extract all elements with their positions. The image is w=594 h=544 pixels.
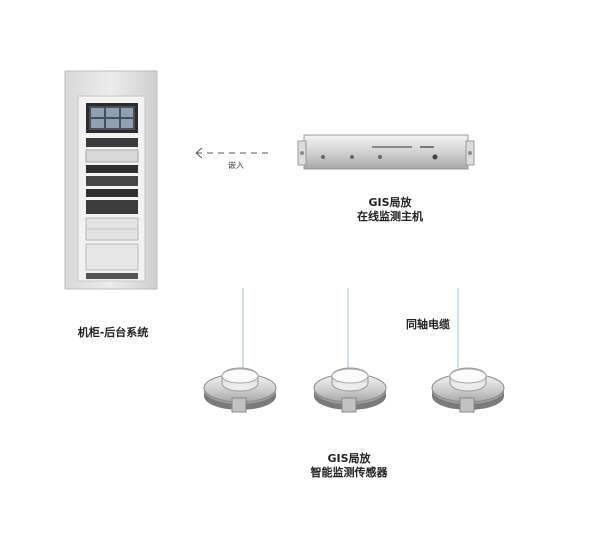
coaxial-cables	[242, 288, 459, 368]
host-label-line2: 在线监测主机	[357, 210, 423, 223]
cable-label: 同轴电缆	[406, 318, 450, 331]
cabinet-rack	[64, 70, 158, 290]
embed-arrow	[195, 147, 268, 159]
sensor-1	[203, 367, 277, 413]
sensors-label: GIS局放 智能监测传感器	[297, 452, 401, 480]
sensor-2	[313, 367, 387, 413]
cabinet-equipment-slots	[85, 138, 139, 279]
embed-label: 嵌入	[228, 161, 244, 170]
monitoring-host-unit	[297, 134, 475, 170]
host-label: GIS局放 在线监测主机	[345, 196, 435, 224]
cabinet-monitor	[86, 103, 138, 133]
cabinet-label: 机柜-后台系统	[77, 326, 149, 339]
sensors-label-line2: 智能监测传感器	[310, 466, 388, 479]
host-label-line1: GIS局放	[368, 196, 412, 209]
sensors-label-line1: GIS局放	[327, 452, 371, 465]
sensor-3	[431, 367, 505, 413]
